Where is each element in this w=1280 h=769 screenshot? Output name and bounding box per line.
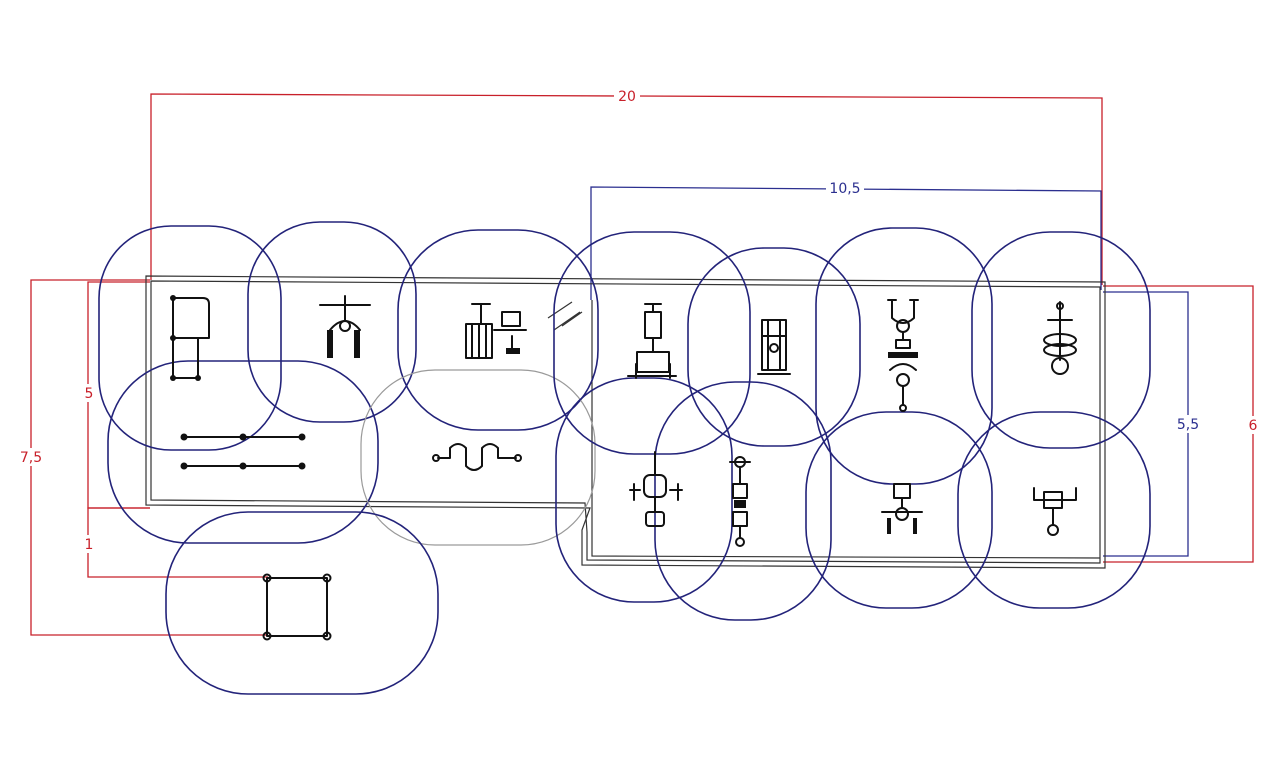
equipment <box>170 295 1077 641</box>
left-step-label: 1 <box>85 537 94 553</box>
safety-zone <box>107 360 379 544</box>
safety-zone <box>165 511 439 695</box>
left-outer-height-dimension <box>30 279 268 636</box>
push-up-bars-equipment <box>180 433 306 470</box>
square-platform-equipment <box>262 573 332 641</box>
dimension-lines-red <box>30 93 1254 636</box>
safety-zones <box>98 221 1151 695</box>
safety-zone <box>957 411 1151 609</box>
right-section-length-label: 10,5 <box>829 181 860 197</box>
safety-zone <box>687 247 861 447</box>
safety-zone <box>971 231 1151 449</box>
right-outer-height-label: 6 <box>1249 418 1258 434</box>
safety-zone <box>98 225 282 451</box>
left-outer-height-label: 7,5 <box>20 450 42 466</box>
leg-press-equipment <box>627 303 677 379</box>
safety-zone <box>553 231 751 455</box>
left-inner-height-dimension <box>87 281 150 509</box>
pendulum-equipment <box>1033 487 1077 536</box>
left-inner-height-label: 5 <box>85 386 94 402</box>
dimension-labels: 20 10,5 7,5 5 1 5,5 6 <box>20 88 1261 553</box>
cross-trainer-equipment <box>729 456 751 547</box>
seated-pull-equipment <box>629 451 683 527</box>
balance-wave-equipment <box>432 443 522 471</box>
right-inner-height-label: 5,5 <box>1177 417 1199 433</box>
safety-zone <box>247 221 417 423</box>
shoulder-press-equipment <box>881 483 923 534</box>
step-platform-equipment <box>170 295 210 381</box>
multi-gym-equipment <box>757 319 791 375</box>
dimension-lines-blue <box>590 186 1189 557</box>
site-outline <box>145 275 1106 569</box>
safety-zone <box>805 411 993 609</box>
twister-equipment <box>1043 301 1077 375</box>
seated-press-equipment <box>465 303 527 359</box>
safety-zone <box>397 229 599 431</box>
total-length-label: 20 <box>618 89 636 105</box>
double-chest-press-equipment <box>887 299 919 412</box>
sky-walker-equipment <box>319 295 371 358</box>
safety-zone <box>360 369 596 546</box>
